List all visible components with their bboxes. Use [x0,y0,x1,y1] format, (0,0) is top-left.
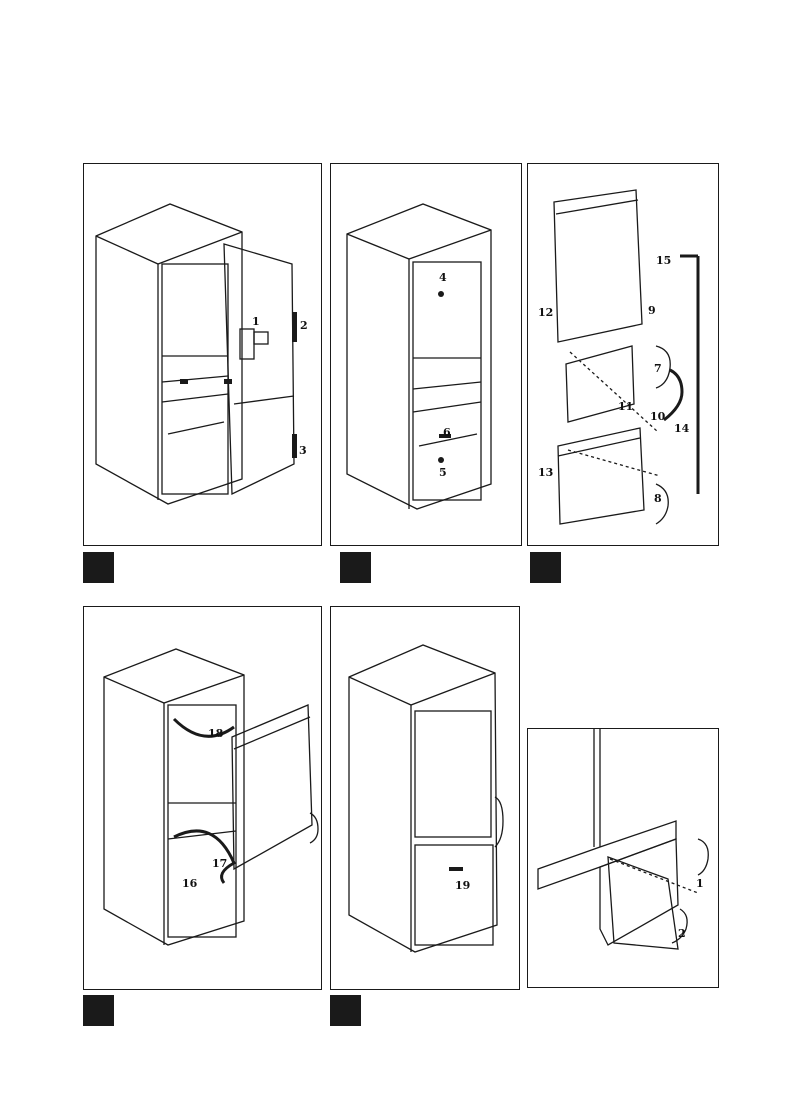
diagram-panel-5: 19 [330,606,520,990]
label-2-detail: 2 [678,927,686,940]
diagram-panel-3: 15 12 9 7 11 10 14 13 8 [527,163,719,546]
label-18: 18 [208,727,224,740]
label-4: 4 [439,271,447,284]
bottom-door-hinge-detail-illustration: 1 2 [537,729,709,950]
diagram-panel-6: 1 2 [527,728,719,988]
label-15: 15 [656,254,671,267]
diagram-panel-1: 1 2 3 [83,163,322,546]
label-12: 12 [538,306,553,319]
step-marker-4 [83,995,114,1026]
fridge-door-removed-illustration: 4 5 6 [346,203,492,510]
step-marker-5 [330,995,361,1026]
fridge-assembled-illustration: 19 [348,644,504,953]
diagram-panel-4: 18 17 16 [83,606,322,990]
step-marker-2 [340,552,371,583]
label-1-detail: 1 [696,877,704,890]
door-parts-exploded-illustration: 15 12 9 7 11 10 14 13 8 [538,189,700,525]
fridge-door-refit-illustration: 18 17 16 [103,648,319,946]
label-9: 9 [648,304,656,317]
label-8: 8 [654,492,662,505]
label-13: 13 [538,466,553,479]
label-3: 3 [299,444,307,457]
step-marker-3 [530,552,561,583]
label-11: 11 [618,400,633,413]
label-16: 16 [182,877,198,890]
fridge-open-door-illustration: 1 2 3 [95,203,308,505]
label-17: 17 [212,857,227,870]
diagram-panel-2: 4 5 6 [330,163,522,546]
label-7: 7 [654,362,662,375]
label-10: 10 [650,410,666,423]
label-6: 6 [443,426,451,439]
label-2: 2 [300,319,308,332]
label-14: 14 [674,422,690,435]
label-1: 1 [252,315,260,328]
step-marker-1 [83,552,114,583]
label-5: 5 [439,466,447,479]
label-19: 19 [455,879,470,892]
